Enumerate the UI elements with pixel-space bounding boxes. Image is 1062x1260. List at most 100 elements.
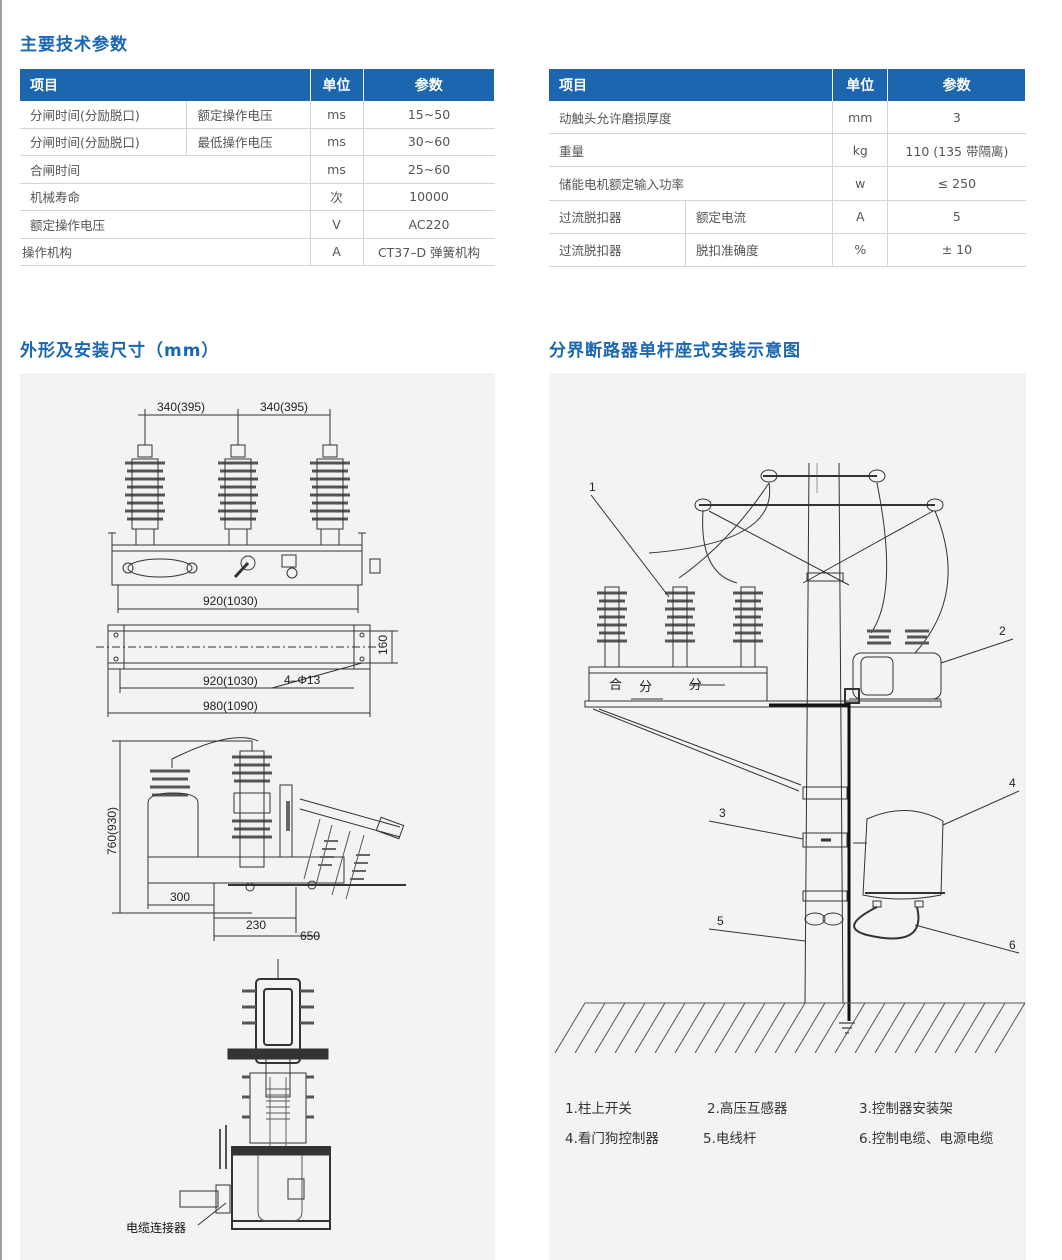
ground-hatching bbox=[554, 1002, 1026, 1054]
controller-bracket bbox=[802, 832, 848, 848]
row-value: ± 10 bbox=[887, 233, 1026, 267]
row-item: 动触头允许磨损厚度 bbox=[549, 101, 834, 135]
row-value: AC220 bbox=[363, 210, 495, 239]
row-unit: V bbox=[310, 210, 364, 239]
page-left-border bbox=[0, 0, 2, 1260]
callout-leader-1 bbox=[590, 494, 670, 598]
row-unit: A bbox=[310, 238, 364, 266]
row-unit: mm bbox=[832, 101, 889, 135]
pole-clamp-1 bbox=[802, 786, 848, 800]
row-value: 110 (135 带隔离) bbox=[887, 133, 1026, 168]
row-item: 重量 bbox=[549, 133, 834, 168]
row-item: 操作机构 bbox=[20, 238, 311, 266]
header-item: 项目 bbox=[549, 69, 834, 101]
utility-pole bbox=[804, 462, 844, 1004]
dimension-drawing: 340(395) 340(395) bbox=[96, 400, 406, 1235]
row-value: CT37–D 弹簧机构 bbox=[363, 238, 495, 266]
table-header-row: 项目 单位 参数 bbox=[549, 69, 1026, 101]
dim-height: 760(930) bbox=[105, 807, 119, 855]
spec-table-left: 项目 单位 参数 分闸时间(分励脱口) 额定操作电压 ms 15~50 分闸时间… bbox=[20, 69, 496, 266]
junction-box bbox=[844, 688, 860, 704]
cable-connector-label: 电缆连接器 bbox=[126, 1220, 186, 1235]
installation-drawing: 合 分 分 bbox=[554, 462, 1026, 1054]
pole-mounted-switch: 合 分 分 bbox=[584, 586, 942, 792]
table-row: 过流脱扣器 脱扣准确度 % ± 10 bbox=[549, 233, 1026, 267]
row-unit: 次 bbox=[310, 183, 364, 211]
legend-item-5: 5.电线杆 bbox=[703, 1131, 757, 1147]
insulator-column-middle bbox=[218, 425, 258, 546]
side-view: 760(930) 300 230 bbox=[105, 737, 406, 943]
callout-leader-4 bbox=[942, 790, 1020, 826]
installation-drawing-panel: 合 分 分 bbox=[549, 373, 1026, 1260]
row-sub: 最低操作电压 bbox=[186, 128, 311, 156]
table-row: 机械寿命 次 10000 bbox=[20, 183, 495, 211]
insulator-column-left bbox=[125, 425, 165, 546]
section-title-dimensions: 外形及安装尺寸（mm） bbox=[20, 341, 220, 361]
wire-1 bbox=[648, 482, 771, 554]
callout-6: 6 bbox=[1009, 938, 1016, 952]
switch-mark-open-1: 分 bbox=[639, 679, 652, 694]
cross-section-view bbox=[179, 959, 331, 1230]
row-value: 3 bbox=[887, 101, 1026, 135]
table-row: 分闸时间(分励脱口) 额定操作电压 ms 15~50 bbox=[20, 101, 495, 129]
dim-overall: 980(1090) bbox=[203, 699, 258, 713]
insulator-column-right bbox=[310, 425, 350, 546]
legend-item-3: 3.控制器安装架 bbox=[859, 1101, 953, 1117]
watchdog-controller bbox=[853, 810, 945, 940]
table-row: 重量 kg 110 (135 带隔离) bbox=[549, 133, 1026, 168]
callout-5: 5 bbox=[717, 914, 724, 928]
row-item: 合闸时间 bbox=[20, 155, 311, 184]
spacing-dimension: 340(395) 340(395) bbox=[138, 400, 331, 443]
dimension-drawing-panel: 340(395) 340(395) bbox=[20, 373, 495, 1260]
spec-table-right: 项目 单位 参数 动触头允许磨损厚度 mm 3 重量 kg 110 (135 带… bbox=[549, 69, 1026, 267]
row-item: 过流脱扣器 bbox=[549, 233, 686, 267]
row-unit: ms bbox=[310, 155, 364, 184]
row-unit: ms bbox=[310, 101, 364, 129]
table-row: 动触头允许磨损厚度 mm 3 bbox=[549, 101, 1026, 135]
table-row: 合闸时间 ms 25~60 bbox=[20, 155, 495, 184]
row-value: 10000 bbox=[363, 183, 495, 211]
row-sub: 额定电流 bbox=[685, 200, 834, 234]
dim-holes: 4–Φ13 bbox=[284, 673, 321, 687]
pole-cross-section-1 bbox=[804, 912, 826, 926]
dim-spacing-1: 340(395) bbox=[157, 400, 205, 414]
row-value: 5 bbox=[887, 200, 1026, 234]
header-unit: 单位 bbox=[310, 69, 364, 101]
dim-650: 650 bbox=[300, 929, 320, 943]
pole-clamp-2 bbox=[802, 890, 848, 902]
ground-cable bbox=[769, 703, 851, 1021]
legend-item-4: 4.看门狗控制器 bbox=[565, 1131, 659, 1147]
switch-mark-close: 合 bbox=[609, 677, 622, 692]
breaker-tank-front bbox=[108, 532, 381, 586]
dim-230: 230 bbox=[246, 918, 266, 932]
legend-item-6: 6.控制电缆、电源电缆 bbox=[859, 1131, 994, 1147]
section-title-installation: 分界断路器单杆座式安装示意图 bbox=[549, 341, 801, 361]
callout-2: 2 bbox=[999, 624, 1006, 638]
wire-3 bbox=[702, 510, 738, 584]
crossarm-top bbox=[760, 469, 886, 483]
wire-5 bbox=[870, 482, 888, 634]
wire-4 bbox=[914, 510, 949, 654]
row-item: 储能电机额定输入功率 bbox=[549, 166, 834, 201]
table-row: 操作机构 A CT37–D 弹簧机构 bbox=[20, 238, 495, 266]
callout-leader-5 bbox=[708, 928, 806, 942]
row-value: 30~60 bbox=[363, 128, 495, 156]
callout-4: 4 bbox=[1009, 776, 1016, 790]
header-item: 项目 bbox=[20, 69, 311, 101]
voltage-transformer bbox=[849, 629, 942, 700]
dim-width-top: 920(1030) bbox=[203, 594, 258, 608]
callout-leader-2 bbox=[940, 638, 1014, 664]
header-unit: 单位 bbox=[832, 69, 889, 101]
dim-300: 300 bbox=[170, 890, 190, 904]
row-item: 机械寿命 bbox=[20, 183, 311, 211]
table-header-row: 项目 单位 参数 bbox=[20, 69, 496, 101]
pole-cross-section-2 bbox=[822, 912, 844, 926]
row-item: 分闸时间(分励脱口) bbox=[20, 101, 188, 129]
table-row: 储能电机额定输入功率 w ≤ 250 bbox=[549, 166, 1026, 201]
table-row: 过流脱扣器 额定电流 A 5 bbox=[549, 200, 1026, 234]
base-plan-view: 160 920(1030) 4–Φ13 980(1090) bbox=[96, 624, 398, 717]
row-item: 额定操作电压 bbox=[20, 210, 311, 239]
legend-item-1: 1.柱上开关 bbox=[565, 1101, 632, 1117]
header-value: 参数 bbox=[887, 69, 1026, 101]
wire-2 bbox=[678, 482, 770, 579]
